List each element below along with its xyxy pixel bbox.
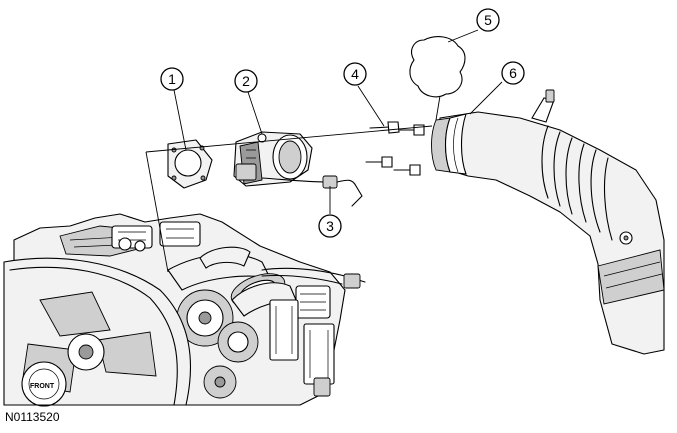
fan-blades — [21, 291, 157, 393]
bolt-lower-right — [393, 164, 421, 176]
callout-6: 6 — [501, 61, 525, 85]
callout-5: 5 — [476, 8, 500, 32]
part-3-connector — [261, 175, 363, 207]
engine-assembly: FRONT — [3, 213, 366, 407]
assembly-centerlines — [145, 125, 433, 273]
callout-4: 4 — [343, 62, 367, 86]
part-5-seal — [409, 36, 466, 98]
engine-front-label: FRONT — [30, 383, 55, 390]
bolt-upper-right — [399, 124, 425, 136]
callout-2-label: 2 — [242, 73, 250, 89]
bolt-lower-left — [365, 156, 393, 168]
callout-3-label: 3 — [326, 218, 334, 234]
callout-1: 1 — [160, 67, 184, 91]
callout-leaders — [173, 29, 503, 214]
callout-3: 3 — [318, 214, 342, 238]
figure-id: N0113520 — [5, 410, 60, 424]
callout-5-label: 5 — [484, 12, 492, 28]
part-4-bolts — [365, 121, 425, 176]
bolt-upper-left — [369, 121, 400, 134]
callout-4-label: 4 — [351, 66, 359, 82]
callout-6-label: 6 — [509, 65, 517, 81]
part-2-throttle-body — [233, 131, 313, 187]
callout-2: 2 — [234, 69, 258, 93]
callout-1-label: 1 — [168, 71, 176, 87]
part-1-gasket — [167, 139, 213, 189]
part-6-air-intake-tube — [431, 89, 665, 355]
